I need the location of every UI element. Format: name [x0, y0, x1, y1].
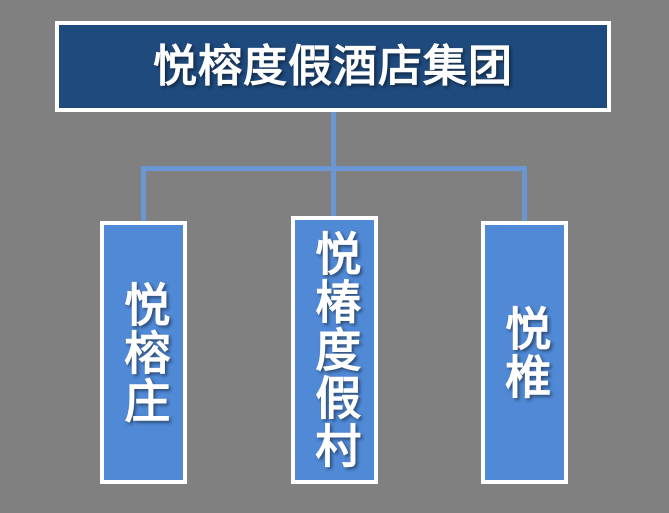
connector-drop-child-3 [522, 166, 527, 222]
connector-drop-child-2 [331, 166, 336, 218]
org-node-child-3-label: 悦椎 [498, 304, 553, 401]
connector-drop-child-1 [141, 166, 146, 222]
org-node-root-label: 悦榕度假酒店集团 [153, 40, 513, 92]
org-node-child-1[interactable]: 悦榕庄 [100, 221, 187, 484]
org-node-root[interactable]: 悦榕度假酒店集团 [55, 21, 611, 112]
org-node-child-2[interactable]: 悦椿度假村 [291, 216, 378, 484]
org-node-child-1-label: 悦榕庄 [117, 280, 172, 425]
org-node-child-2-label: 悦椿度假村 [308, 230, 363, 470]
connector-root-stem [331, 112, 336, 168]
org-node-child-3[interactable]: 悦椎 [481, 221, 568, 484]
